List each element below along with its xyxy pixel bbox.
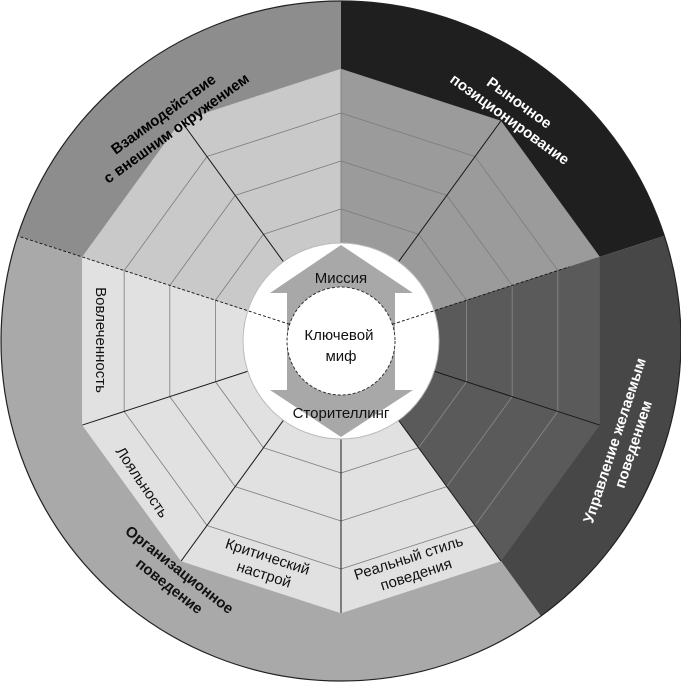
web-ring-line [340,208,419,235]
web-radial-line [434,370,600,426]
web-ring-line [340,486,447,522]
dashed-dividers [17,235,570,325]
web-ring-line [418,381,467,449]
web-ring-line [169,195,236,286]
dashed-divider-line [392,266,570,325]
web-ring-line [123,411,208,526]
storytelling-label: Сторителлинг [293,405,390,422]
web-ring-line [340,160,447,196]
web-ring-line [235,486,342,522]
web-ring-line [418,233,467,301]
web-radial-line [398,120,502,263]
web-radial-line [180,120,284,263]
web-ring-line [340,525,476,570]
web-ring-line [215,381,264,449]
web-ring-line [123,156,208,271]
web-ring-line [206,525,342,570]
core-myth-label: Ключевой миф [304,327,377,365]
web-ring-line [474,411,559,526]
web-ring-line [340,112,476,157]
web-ring-line [263,208,342,235]
web-ring-line [215,233,264,301]
web-ring-line [446,195,513,286]
web-ring-line [446,396,513,487]
dashed-divider-line [17,235,290,325]
web-radial-line [82,370,248,426]
web-ring-line [340,447,419,474]
cell-label-engagement: Вовлеченность [92,287,109,393]
web-radial-line [180,419,284,562]
web-ring-line [235,160,342,196]
web-ring-line [206,112,342,157]
web-radial-line [398,419,502,562]
web-ring-line [263,447,342,474]
core-myth-circle [286,286,396,396]
web-ring-line [169,396,236,487]
web-ring-line [474,156,559,271]
web-gridlines [82,69,600,613]
mission-label: Миссия [315,270,367,287]
